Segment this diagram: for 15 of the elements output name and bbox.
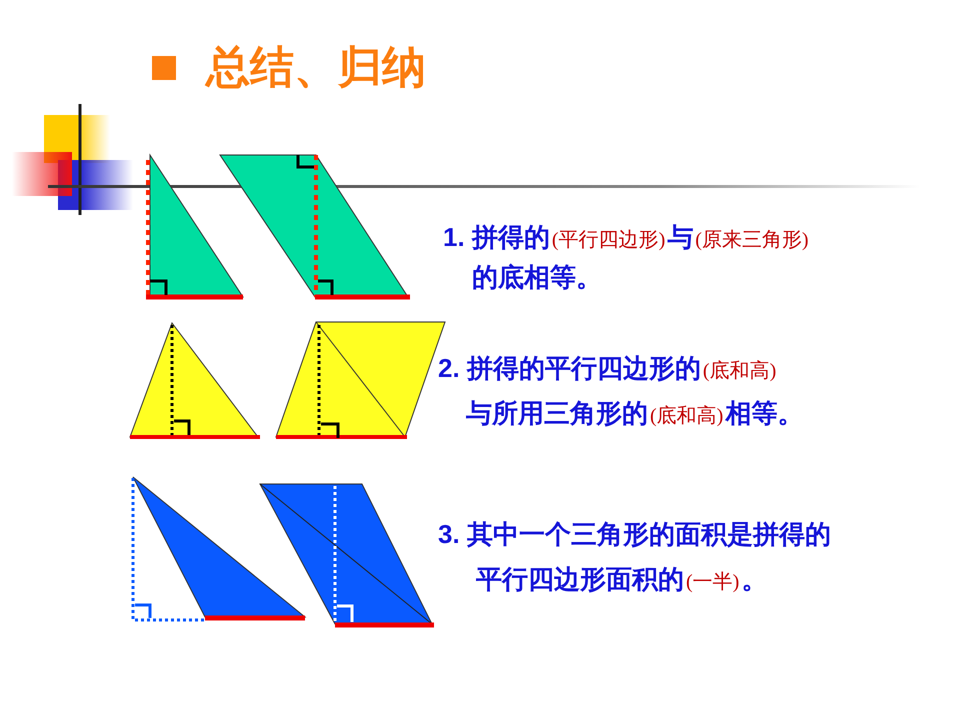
answer-text: (原来三角形)	[694, 228, 810, 253]
statement-text: 与所用三角形的	[466, 397, 648, 430]
statement-text: 平行四边形面积的	[476, 563, 684, 596]
answer-text: (平行四边形)	[550, 228, 666, 253]
answer-text: (一半)	[685, 570, 740, 595]
answer-text: (底和高)	[649, 404, 724, 429]
answer-text: (底和高)	[702, 359, 778, 384]
statement-text: 3. 其中一个三角形的面积是拼得的	[438, 518, 831, 551]
statement-text: 的底相等。	[472, 261, 602, 294]
statement-text: 1. 拼得的	[443, 221, 550, 254]
statement-text: 与	[667, 221, 694, 254]
statement-text: 。	[741, 563, 768, 596]
statement-text: 2. 拼得的平行四边形的	[438, 352, 701, 385]
title: 总结、归纳	[206, 42, 426, 94]
statement-text: 相等。	[725, 397, 804, 430]
